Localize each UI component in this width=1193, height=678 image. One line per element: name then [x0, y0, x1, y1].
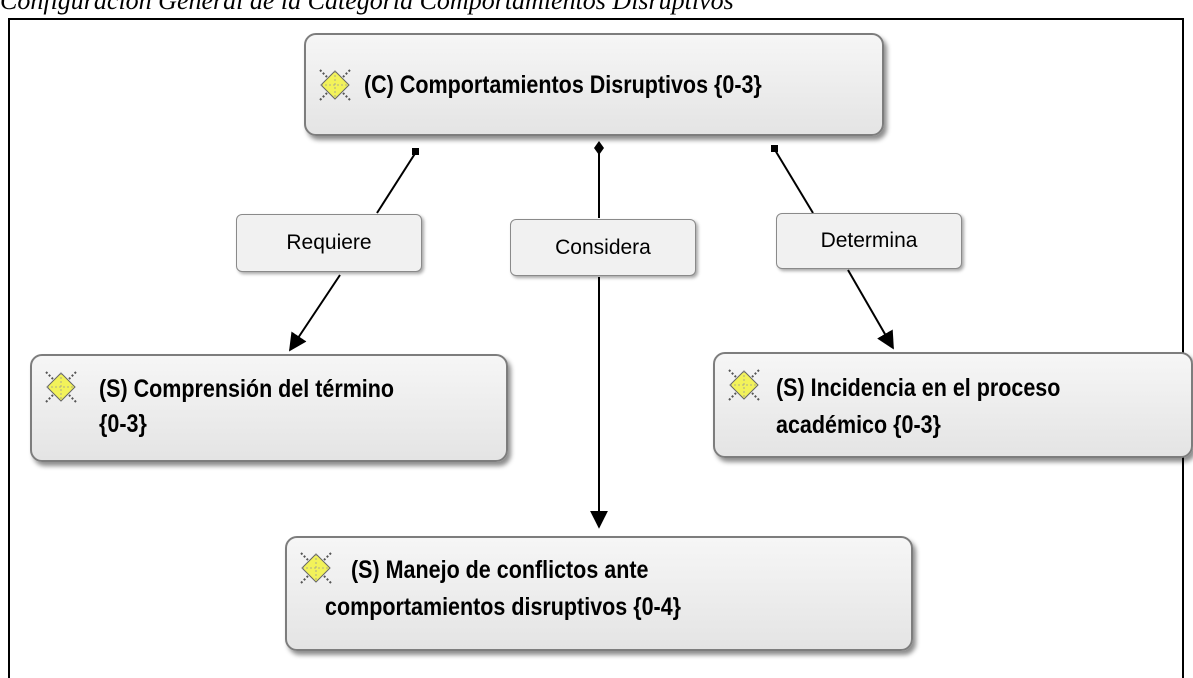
link-label-considera-text: Considera — [555, 235, 651, 259]
link-determina-line-bottom — [847, 269, 894, 350]
node-comprension-line-1: (S) Comprensión del término — [99, 375, 395, 403]
node-comportamientos-disruptivos-label: (C) Comportamientos Disruptivos {0-3} — [364, 71, 762, 99]
link-requiere-line-bottom — [289, 274, 341, 352]
link-label-requiere-text: Requiere — [286, 231, 372, 254]
node-incidencia-line-2: académico {0-3} — [776, 411, 941, 439]
node-incidencia-line-1: (S) Incidencia en el proceso — [776, 374, 1061, 402]
node-comportamientos-disruptivos[interactable]: (C) Comportamientos Disruptivos {0-3} — [304, 33, 884, 136]
node-manejo-line-1: (S) Manejo de conflictos ante — [351, 556, 649, 584]
link-label-considera: Considera — [510, 219, 696, 276]
code-diamond-icon — [319, 69, 351, 101]
node-manejo-line-2: comportamientos disruptivos {0-4} — [325, 593, 682, 621]
node-incidencia-proceso-academico[interactable]: (S) Incidencia en el proceso académico {… — [713, 352, 1193, 458]
diagram-links — [289, 141, 894, 529]
node-comprension-del-termino[interactable]: (S) Comprensión del término {0-3} — [30, 354, 508, 462]
link-determina-origin-square — [771, 145, 778, 152]
code-diamond-icon — [45, 371, 77, 403]
link-label-requiere: Requiere — [236, 214, 422, 272]
link-label-determina: Determina — [776, 213, 962, 269]
code-diamond-icon — [300, 552, 332, 584]
code-diamond-icon — [728, 369, 760, 401]
link-determina-line-top — [774, 149, 814, 214]
figure-caption: Configuración General de la Categoría Co… — [0, 0, 734, 15]
node-comprension-line-2: {0-3} — [99, 410, 147, 438]
link-requiere-line-top — [376, 151, 417, 214]
diagram-frame — [8, 18, 1184, 678]
node-manejo-de-conflictos[interactable]: (S) Manejo de conflictos ante comportami… — [285, 536, 913, 651]
link-requiere-origin-square — [412, 148, 419, 155]
link-considera-origin-diamond — [594, 141, 604, 155]
link-label-determina-text: Determina — [820, 229, 918, 252]
